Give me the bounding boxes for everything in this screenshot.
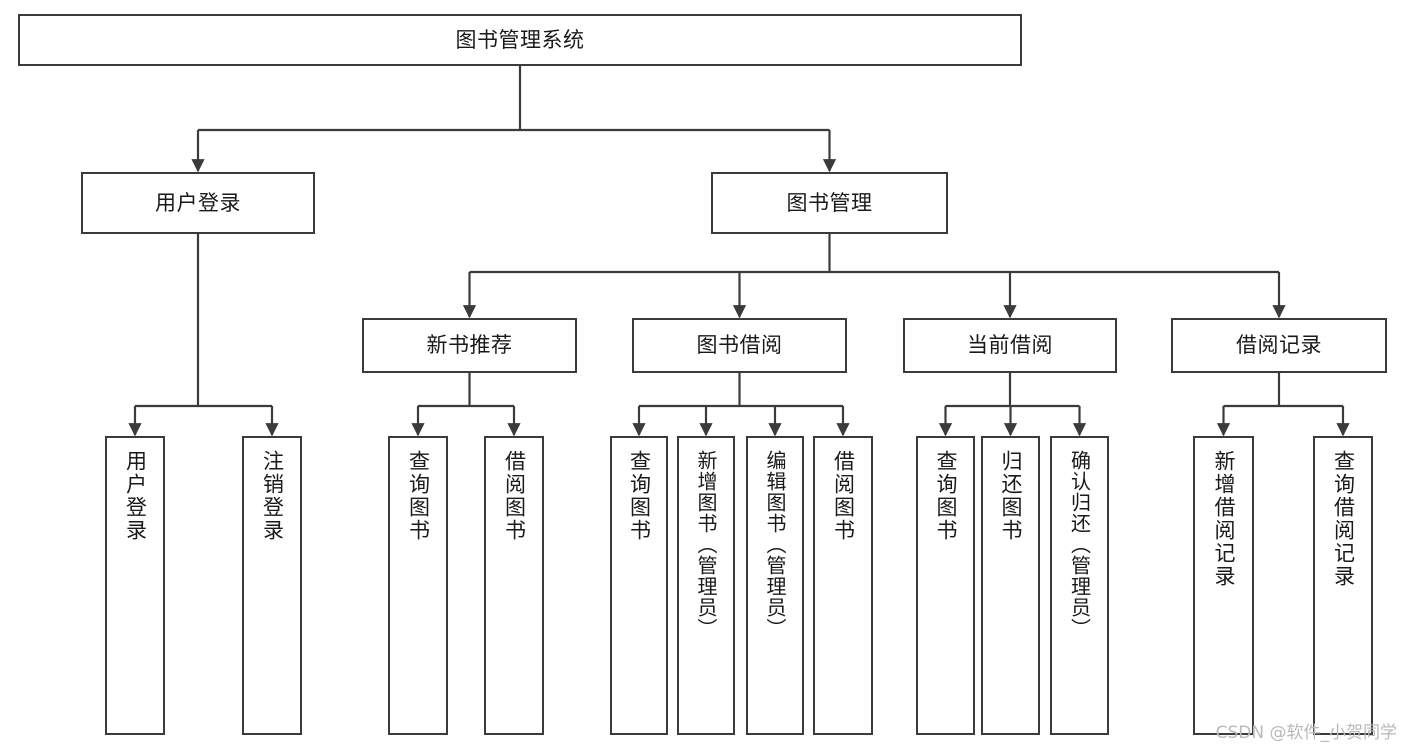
node-label: 新增图书（管理员） — [694, 450, 718, 639]
node-label: 图书管理 — [786, 190, 873, 215]
node-root[interactable]: 图书管理系统 — [18, 14, 1022, 66]
node-label: 注销登录 — [260, 450, 285, 542]
node-borrow[interactable]: 图书借阅 — [632, 318, 847, 373]
node-r-add[interactable]: 新增借阅记录 — [1193, 436, 1254, 735]
node-label: 图书借阅 — [696, 333, 783, 357]
node-r-query[interactable]: 查询借阅记录 — [1313, 436, 1373, 735]
node-label: 新增借阅记录 — [1212, 450, 1236, 588]
node-b-edit[interactable]: 编辑图书（管理员） — [746, 436, 804, 735]
node-label: 新书推荐 — [426, 333, 513, 357]
node-label: 查询图书 — [934, 450, 958, 542]
node-login[interactable]: 用户登录 — [81, 172, 315, 234]
node-bookmgmt[interactable]: 图书管理 — [711, 172, 948, 234]
node-c-confirm[interactable]: 确认归还（管理员） — [1050, 436, 1109, 735]
node-label: 用户登录 — [155, 190, 241, 215]
node-c-query[interactable]: 查询图书 — [916, 436, 975, 735]
node-label: 查询图书 — [406, 450, 431, 542]
node-n-borrow[interactable]: 借阅图书 — [484, 436, 544, 735]
node-b-add[interactable]: 新增图书（管理员） — [677, 436, 735, 735]
node-newbook[interactable]: 新书推荐 — [362, 318, 577, 373]
node-b-query[interactable]: 查询图书 — [610, 436, 668, 735]
node-records[interactable]: 借阅记录 — [1171, 318, 1387, 373]
node-label: 用户登录 — [123, 450, 148, 542]
node-label: 图书管理系统 — [455, 27, 585, 52]
node-label: 编辑图书（管理员） — [763, 450, 787, 639]
watermark-label: CSDN @软件_小贺同学 — [1215, 723, 1397, 743]
node-label: 查询借阅记录 — [1331, 450, 1356, 588]
node-label: 查询图书 — [627, 450, 652, 542]
node-current[interactable]: 当前借阅 — [903, 318, 1117, 373]
node-l-userlogin[interactable]: 用户登录 — [105, 436, 165, 735]
node-c-return[interactable]: 归还图书 — [981, 436, 1040, 735]
node-l-logout[interactable]: 注销登录 — [242, 436, 302, 735]
node-b-lend[interactable]: 借阅图书 — [813, 436, 873, 735]
node-label: 借阅图书 — [502, 450, 527, 542]
node-n-query[interactable]: 查询图书 — [388, 436, 448, 735]
node-label: 确认归还（管理员） — [1067, 450, 1092, 639]
node-label: 借阅记录 — [1236, 333, 1322, 357]
node-label: 归还图书 — [999, 450, 1023, 542]
node-label: 当前借阅 — [967, 333, 1053, 357]
node-label: 借阅图书 — [831, 450, 856, 542]
